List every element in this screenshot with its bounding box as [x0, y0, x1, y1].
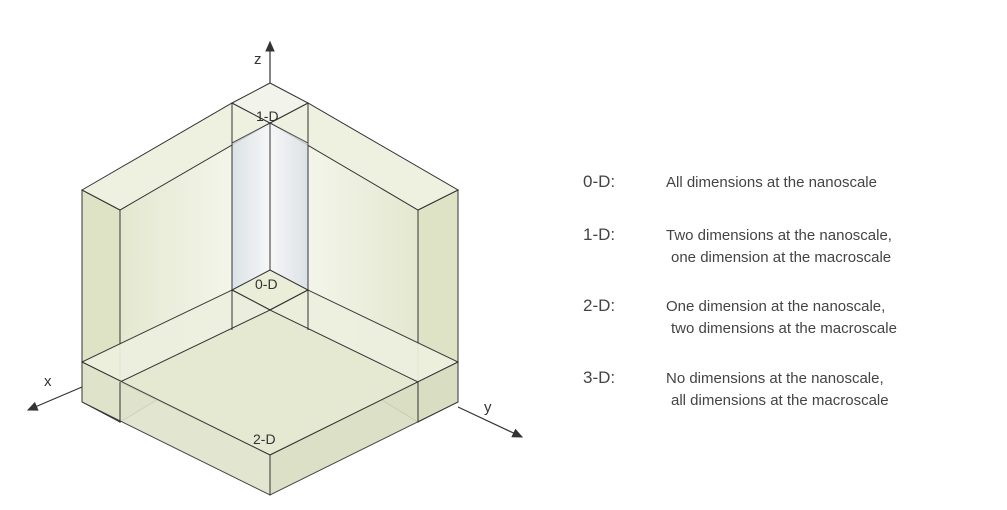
legend-line: all dimensions at the macroscale	[671, 392, 889, 409]
zero-d-label: 0-D	[255, 276, 278, 292]
legend-key: 0-D:	[583, 172, 616, 191]
legend-item-0d: 0-D: All dimensions at the nanoscale	[583, 172, 877, 194]
legend-item-2d: 2-D: One dimension at the nanoscale, two…	[583, 296, 897, 340]
dimension-legend: 0-D: All dimensions at the nanoscale 1-D…	[583, 0, 1007, 510]
legend-key: 2-D:	[583, 296, 616, 315]
legend-line: One dimension at the nanoscale,	[666, 298, 886, 315]
floor-right-edge	[269, 361, 459, 496]
legend-line: Two dimensions at the nanoscale,	[666, 227, 892, 244]
y-axis	[457, 406, 524, 438]
x-axis-label: x	[44, 373, 52, 390]
x-axis	[26, 386, 83, 411]
nanoscale-dimension-diagram: z x y 1-D 0-D 2-D	[26, 40, 524, 496]
legend-key: 3-D:	[583, 368, 616, 387]
legend-key: 1-D:	[583, 225, 616, 244]
z-axis-label: z	[254, 51, 262, 68]
legend-item-1d: 1-D: Two dimensions at the nanoscale, on…	[583, 225, 892, 269]
legend-line: No dimensions at the nanoscale,	[666, 370, 884, 387]
y-axis-label: y	[484, 399, 492, 416]
legend-description: One dimension at the nanoscale, two dime…	[666, 296, 897, 340]
legend-description: All dimensions at the nanoscale	[666, 172, 877, 194]
legend-line: All dimensions at the nanoscale	[666, 174, 877, 191]
legend-description: No dimensions at the nanoscale, all dime…	[666, 368, 889, 412]
one-d-label: 1-D	[256, 108, 279, 124]
legend-line: two dimensions at the macroscale	[671, 320, 897, 337]
legend-item-3d: 3-D: No dimensions at the nanoscale, all…	[583, 368, 889, 412]
legend-line: one dimension at the macroscale	[671, 249, 892, 266]
two-d-label: 2-D	[253, 431, 276, 447]
legend-description: Two dimensions at the nanoscale, one dim…	[666, 225, 892, 269]
